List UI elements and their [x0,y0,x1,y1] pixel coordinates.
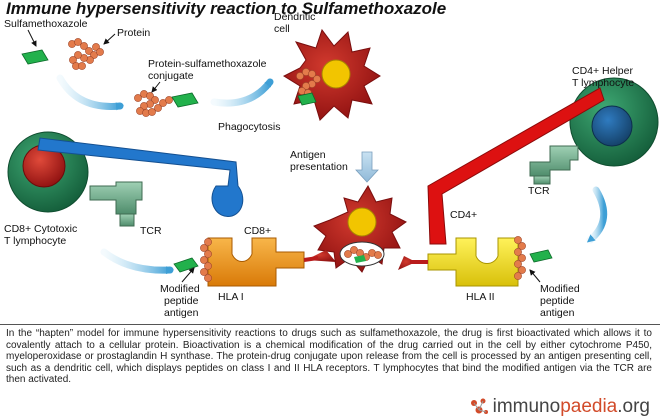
label-tcr-left: TCR [140,225,162,237]
conjugate-protein-icon [134,90,173,117]
label-modified-left-line2: peptide [164,295,199,307]
label-antigen-line1: Antigen [290,149,326,161]
label-dendritic-line2: cell [274,23,290,35]
hla1-molecule: CD8+ HLA I [173,225,305,303]
connector-hla1-to-dendritic [303,256,319,262]
caption-box: In the “hapten” model for immune hyperse… [0,324,660,389]
label-modified-left-line1: Modified [160,283,200,295]
label-hla1: HLA I [218,291,244,303]
conjugate-drug-icon [171,92,199,108]
label-antigen-line2: presentation [290,161,348,173]
flow-arrow-to-conjugate [56,74,124,111]
hla2-drug-icon [529,249,553,263]
logo-text-immuno: immuno [492,396,561,417]
tcr-right-stem [533,175,551,185]
protein-chain-icon [68,38,104,70]
dendritic-nucleus-top [321,59,351,89]
caption-text: In the “hapten” model for immune hyperse… [6,328,652,386]
dendritic-nucleus-center [347,207,377,237]
flow-arrow-to-dendritic [210,78,274,107]
tcr-right [529,145,579,177]
label-hla2: HLA II [466,291,495,303]
diagram-title: Immune hypersensitivity reaction to Sulf… [6,0,446,18]
flow-arrow-to-hla2 [586,186,608,244]
dendritic-cell-top: Dendritic cell [274,11,381,121]
flow-arrow-to-hla1 [100,248,174,275]
label-dendritic-line1: Dendritic [274,11,315,23]
engulfed-conjugate-icon [296,68,321,106]
logo-text-org: .org [617,396,650,417]
helper-t-cell: CD4+ Helper T lymphocyte TCR [427,65,659,245]
cytotoxic-t-cell: CD8+ Cytotoxic T lymphocyte TCR [4,131,244,247]
conjugate: Protein-sulfamethoxazole conjugate [134,58,267,117]
label-cd8: CD8+ [244,225,271,237]
helper-nucleus [591,105,633,147]
label-modified-right-line3: antigen [540,307,575,319]
label-cytotoxic-line2: T lymphocyte [4,235,66,247]
logo-text-paedia: paedia [560,396,618,417]
modified-antigen-left: Modified peptide antigen [160,267,200,319]
label-cd4: CD4+ [450,209,477,221]
hla1-drug-icon [173,257,199,273]
free-protein: Protein [68,27,150,70]
drug-molecule-icon [21,49,49,65]
label-phagocytosis: Phagocytosis [218,121,280,133]
tcr-left-stem [119,213,135,227]
label-modified-right-line2: peptide [540,295,575,307]
antigen-presentation: Antigen presentation [290,149,379,183]
label-helper-line2: T lymphocyte [572,77,634,89]
tcr-left [89,181,143,215]
free-drug: Sulfamethoxazole [4,18,88,65]
label-conjugate-line1: Protein-sulfamethoxazole [148,58,267,70]
label-cytotoxic-line1: CD8+ Cytotoxic [4,223,77,235]
label-modified-right-line1: Modified [540,283,580,295]
label-helper-line1: CD4+ Helper [572,65,633,77]
label-modified-left-line3: antigen [164,307,199,319]
hla2-molecule: CD4+ HLA II [427,209,553,303]
dendritic-cell-center [306,184,416,273]
modified-antigen-right: Modified peptide antigen [529,269,580,319]
cd8-coreceptor-left [37,137,244,217]
diagram-canvas: Immune hypersensitivity reaction to Sulf… [4,0,659,319]
phagosome-conjugate-icon [344,246,382,263]
label-sulfamethoxazole: Sulfamethoxazole [4,18,88,30]
label-conjugate-line2: conjugate [148,70,194,82]
cd4-coreceptor-right [427,87,605,245]
molecule-logo-icon [470,398,488,414]
label-protein: Protein [117,27,150,39]
down-arrow-icon [355,151,379,183]
label-tcr-right: TCR [528,185,550,197]
